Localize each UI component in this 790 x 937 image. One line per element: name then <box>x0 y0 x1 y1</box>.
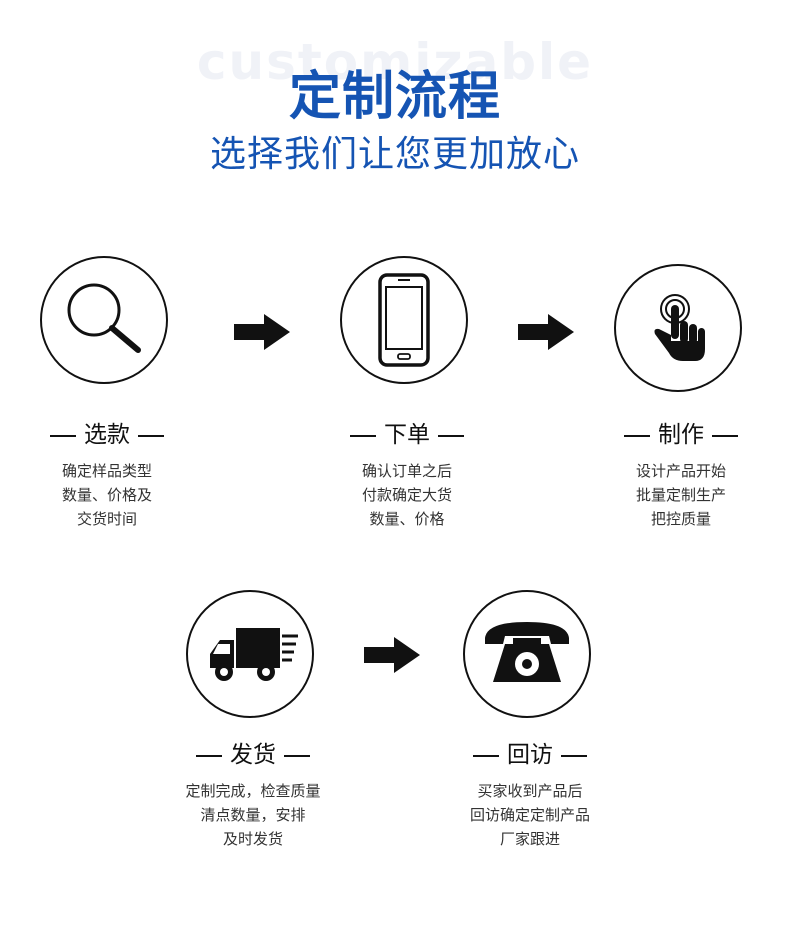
step-order-desc: 确认订单之后 付款确定大货 数量、价格 <box>287 459 527 531</box>
desc-line: 及时发货 <box>222 830 283 848</box>
title-dash <box>561 754 587 757</box>
title-dash <box>712 434 738 437</box>
step-order-title: 下单 <box>384 422 430 448</box>
desc-line: 付款确定大货 <box>361 486 452 504</box>
step-select-desc: 确定样品类型 数量、价格及 交货时间 <box>0 459 227 531</box>
desc-line: 定制完成，检查质量 <box>185 782 321 800</box>
arrow-right-icon <box>234 314 290 350</box>
title-dash <box>50 434 76 437</box>
desc-line: 回访确定定制产品 <box>469 806 590 824</box>
desc-line: 把控质量 <box>650 510 711 528</box>
step-followup-circle <box>463 590 591 718</box>
desc-line: 数量、价格及 <box>61 486 152 504</box>
telephone-icon <box>485 622 569 682</box>
desc-line: 确定样品类型 <box>61 462 152 480</box>
desc-line: 数量、价格 <box>369 510 445 528</box>
desc-line: 设计产品开始 <box>635 462 726 480</box>
page-subtitle: 选择我们让您更加放心 <box>209 134 580 175</box>
delivery-truck-icon <box>210 628 298 681</box>
step-followup-title: 回访 <box>507 742 553 768</box>
step-select-title: 选款 <box>84 422 130 448</box>
title-dash <box>350 434 376 437</box>
step-ship-circle <box>186 590 314 718</box>
title-dash <box>284 754 310 757</box>
step-produce-desc: 设计产品开始 批量定制生产 把控质量 <box>561 459 790 531</box>
page-title: 定制流程 <box>288 67 501 127</box>
background-watermark: customizable <box>196 33 594 91</box>
step-ship-desc: 定制完成，检查质量 清点数量，安排 及时发货 <box>133 779 373 851</box>
title-dash <box>196 754 222 757</box>
smartphone-icon <box>378 273 430 367</box>
step-ship-title: 发货 <box>230 742 276 768</box>
step-followup-desc: 买家收到产品后 回访确定定制产品 厂家跟进 <box>410 779 650 851</box>
touch-hand-icon <box>654 294 705 361</box>
title-dash <box>138 434 164 437</box>
desc-line: 清点数量，安排 <box>200 806 306 824</box>
magnifier-icon <box>67 283 141 353</box>
desc-line: 批量定制生产 <box>635 486 726 504</box>
desc-line: 买家收到产品后 <box>477 782 583 800</box>
desc-line: 交货时间 <box>76 510 137 528</box>
step-order-circle <box>340 256 468 384</box>
arrow-right-icon <box>364 637 420 673</box>
arrow-right-icon <box>518 314 574 350</box>
desc-line: 厂家跟进 <box>499 830 560 848</box>
step-produce-circle <box>614 264 742 392</box>
desc-line: 确认订单之后 <box>361 462 452 480</box>
title-dash <box>473 754 499 757</box>
step-select-circle <box>40 256 168 384</box>
title-dash <box>438 434 464 437</box>
title-dash <box>624 434 650 437</box>
step-produce-title: 制作 <box>658 422 704 448</box>
